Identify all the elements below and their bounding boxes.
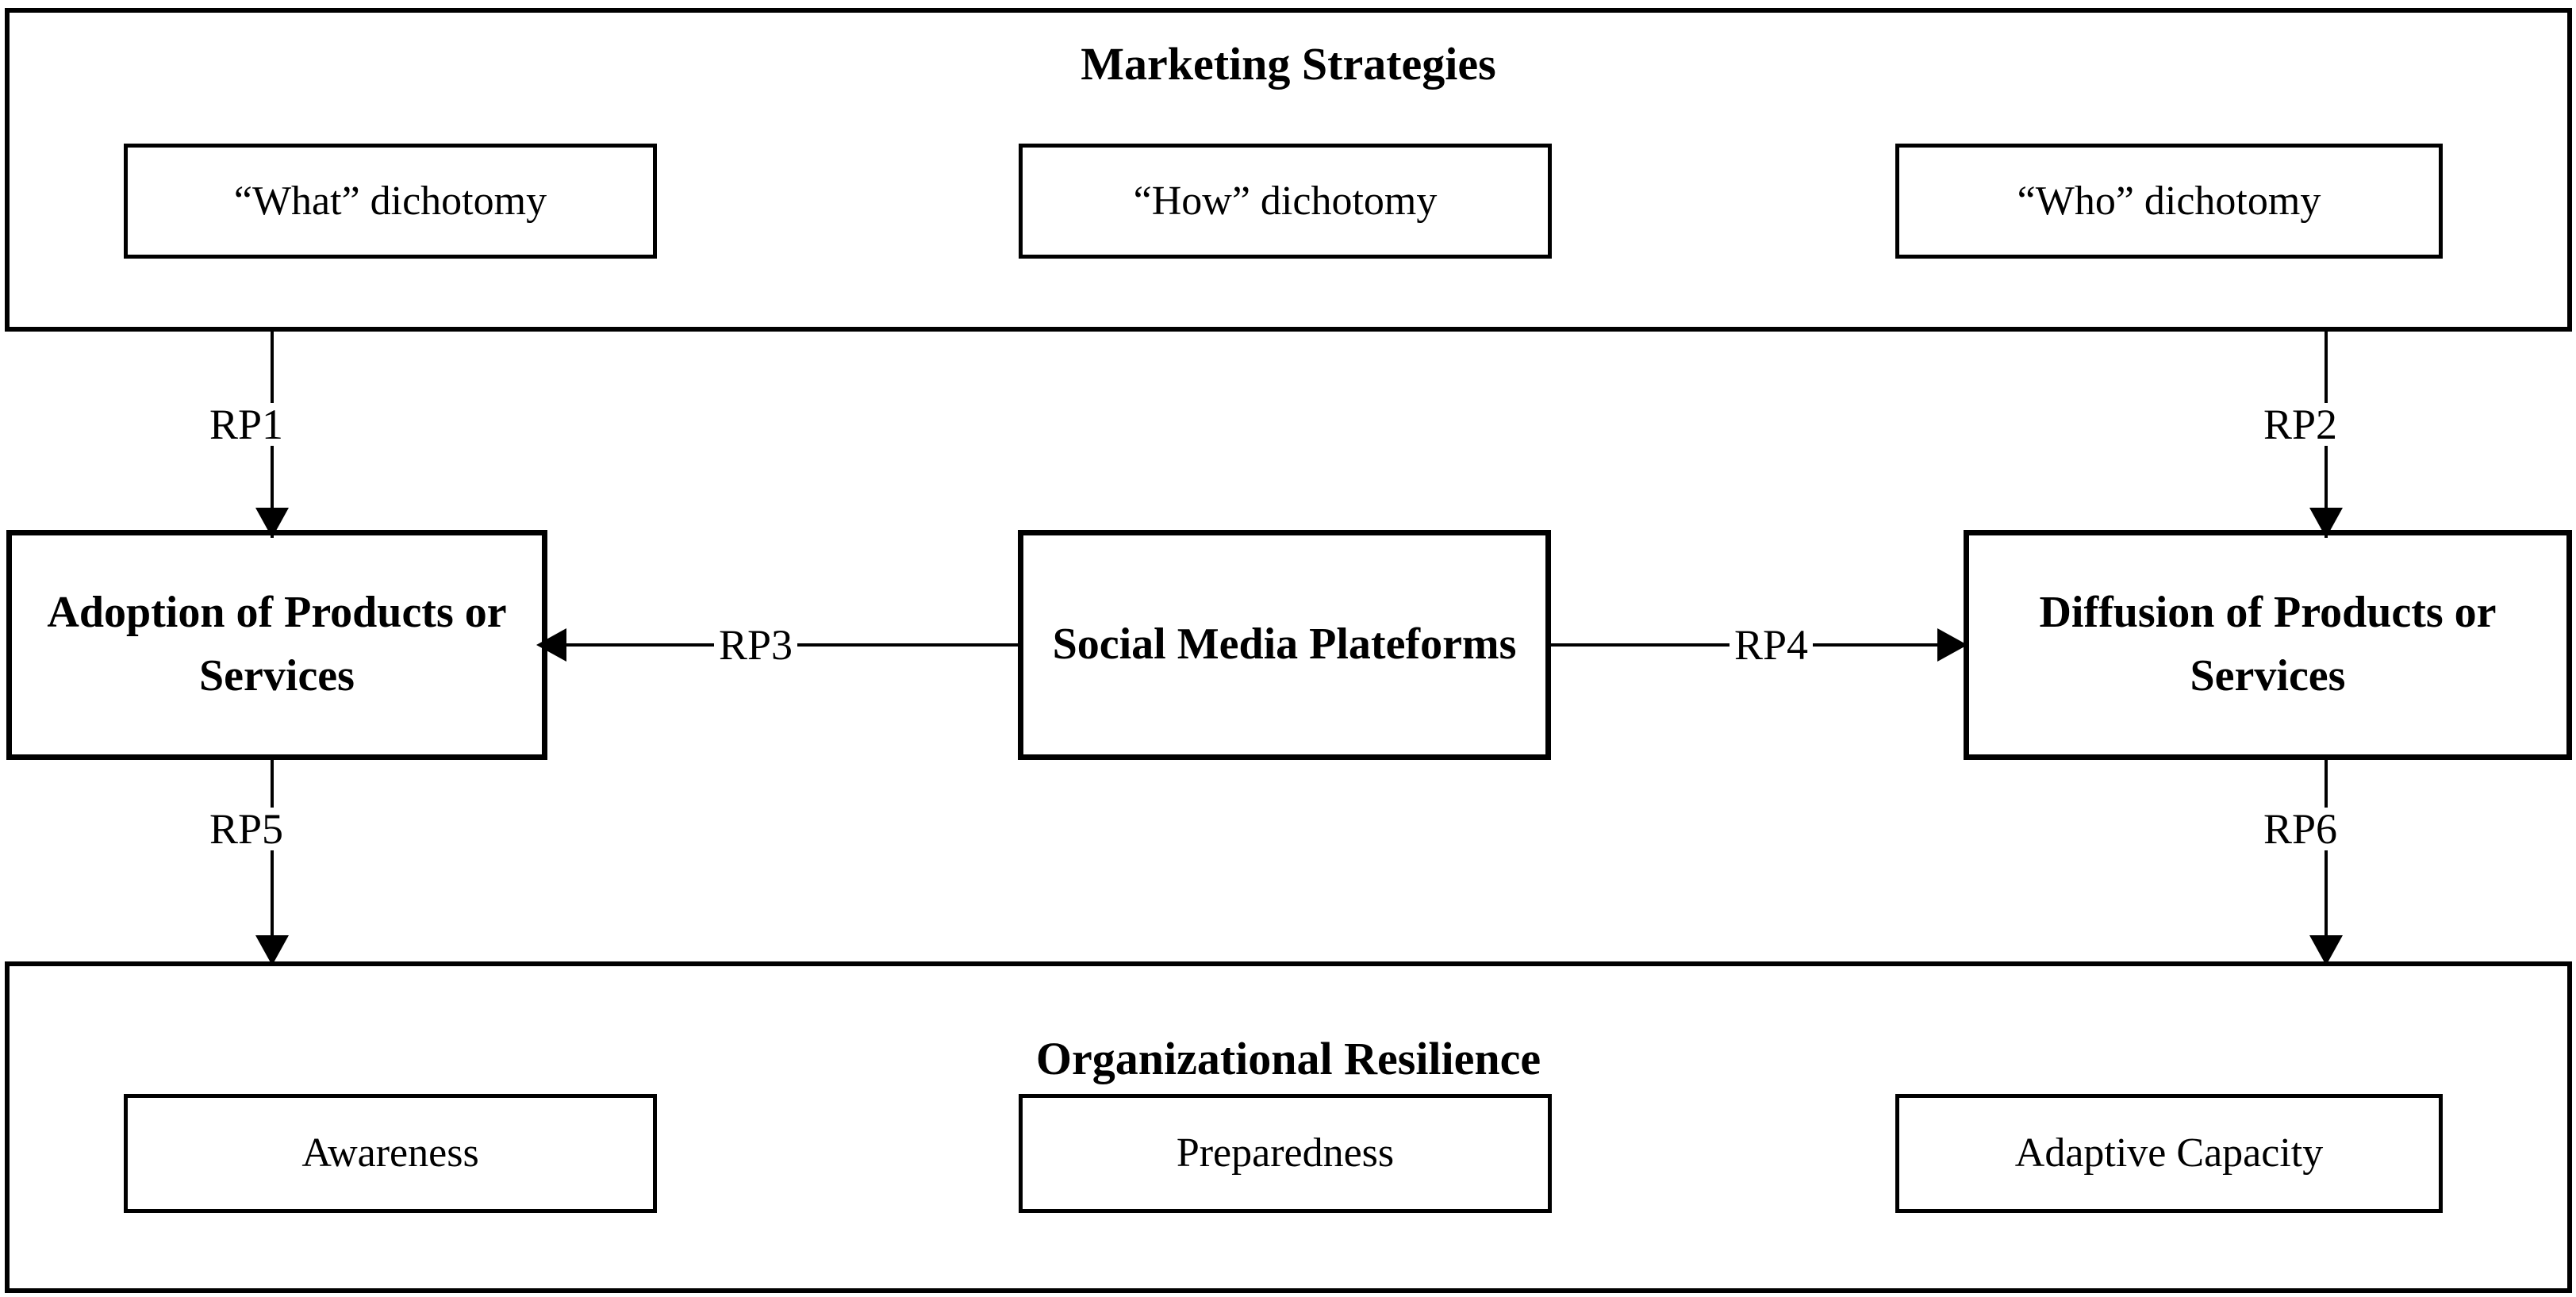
group-organizational-resilience-title: Organizational Resilience	[1035, 1033, 1541, 1084]
group-marketing-strategies: Marketing Strategies “What” dichotomy “H…	[5, 8, 2572, 332]
node-social-media-plateforms: Social Media Plateforms	[1018, 530, 1551, 760]
node-social-media-label: Social Media Plateforms	[1052, 620, 1517, 670]
node-how-dichotomy: “How” dichotomy	[1019, 144, 1552, 259]
node-awareness-label: Awareness	[301, 1130, 479, 1176]
node-awareness: Awareness	[124, 1094, 657, 1213]
node-who-dichotomy-label: “Who” dichotomy	[2017, 178, 2321, 224]
group-organizational-resilience: Organizational Resilience Awareness Prep…	[5, 961, 2572, 1293]
edge-rp3-arrowhead-icon	[536, 628, 566, 662]
edge-rp2-arrowhead-icon	[2309, 508, 2343, 538]
node-what-dichotomy: “What” dichotomy	[124, 144, 657, 259]
node-diffusion-of-products-or-services: Diffusion of Products or Services	[1964, 530, 2572, 760]
edge-rp5-arrowhead-icon	[255, 935, 289, 965]
group-marketing-strategies-title: Marketing Strategies	[1081, 38, 1496, 90]
node-what-dichotomy-label: “What” dichotomy	[233, 178, 547, 224]
edge-rp1-arrowhead-icon	[255, 508, 289, 538]
edge-rp6-label: RP6	[2259, 808, 2343, 850]
edge-rp5-label: RP5	[205, 808, 289, 850]
node-preparedness: Preparedness	[1019, 1094, 1552, 1213]
node-who-dichotomy: “Who” dichotomy	[1895, 144, 2443, 259]
edge-rp3-label: RP3	[714, 624, 798, 666]
edge-rp6-arrowhead-icon	[2309, 935, 2343, 965]
edge-rp5-line	[271, 758, 274, 965]
edge-rp4-arrowhead-icon	[1937, 628, 1968, 662]
edge-rp4-label: RP4	[1729, 624, 1814, 666]
node-adoption-label: Adoption of Products or Services	[47, 588, 507, 700]
edge-rp1-label: RP1	[205, 403, 289, 446]
edge-rp6-line	[2325, 758, 2328, 965]
node-adaptive-capacity: Adaptive Capacity	[1895, 1094, 2443, 1213]
node-adaptive-capacity-label: Adaptive Capacity	[2014, 1130, 2324, 1176]
node-how-dichotomy-label: “How” dichotomy	[1133, 178, 1438, 224]
node-preparedness-label: Preparedness	[1176, 1130, 1395, 1176]
edge-rp2-label: RP2	[2259, 403, 2343, 446]
node-diffusion-label: Diffusion of Products or Services	[2039, 588, 2497, 700]
node-adoption-of-products-or-services: Adoption of Products or Services	[6, 530, 547, 760]
